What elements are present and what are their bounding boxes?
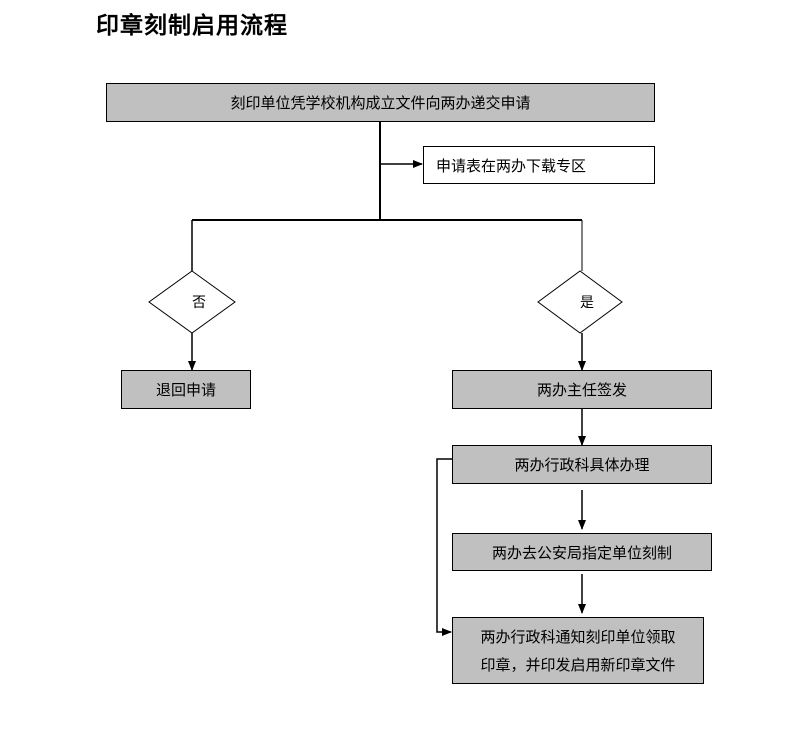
decision-yes-label: 是	[580, 295, 594, 311]
download-form-box: 申请表在两办下载专区	[423, 146, 655, 184]
director-sign-box: 两办主任签发	[452, 370, 712, 409]
return-application-box: 退回申请	[121, 370, 251, 409]
decision-yes-diamond	[537, 270, 623, 334]
notify-line-2: 印章，并印发启用新印章文件	[480, 655, 676, 674]
submit-application-box: 刻印单位凭学校机构成立文件向两办递交申请	[106, 83, 655, 122]
admin-section-process-box: 两办行政科具体办理	[452, 445, 712, 484]
notify-line-1: 两办行政科通知刻印单位领取	[480, 627, 676, 646]
notify-collect-box: 两办行政科通知刻印单位领取 印章，并印发启用新印章文件	[452, 617, 704, 684]
connector-admin-loop-to-notify	[436, 458, 452, 636]
page-title: 印章刻制启用流程	[96, 13, 288, 39]
decision-no-label: 否	[192, 295, 206, 311]
police-engrave-box: 两办去公安局指定单位刻制	[452, 533, 712, 571]
